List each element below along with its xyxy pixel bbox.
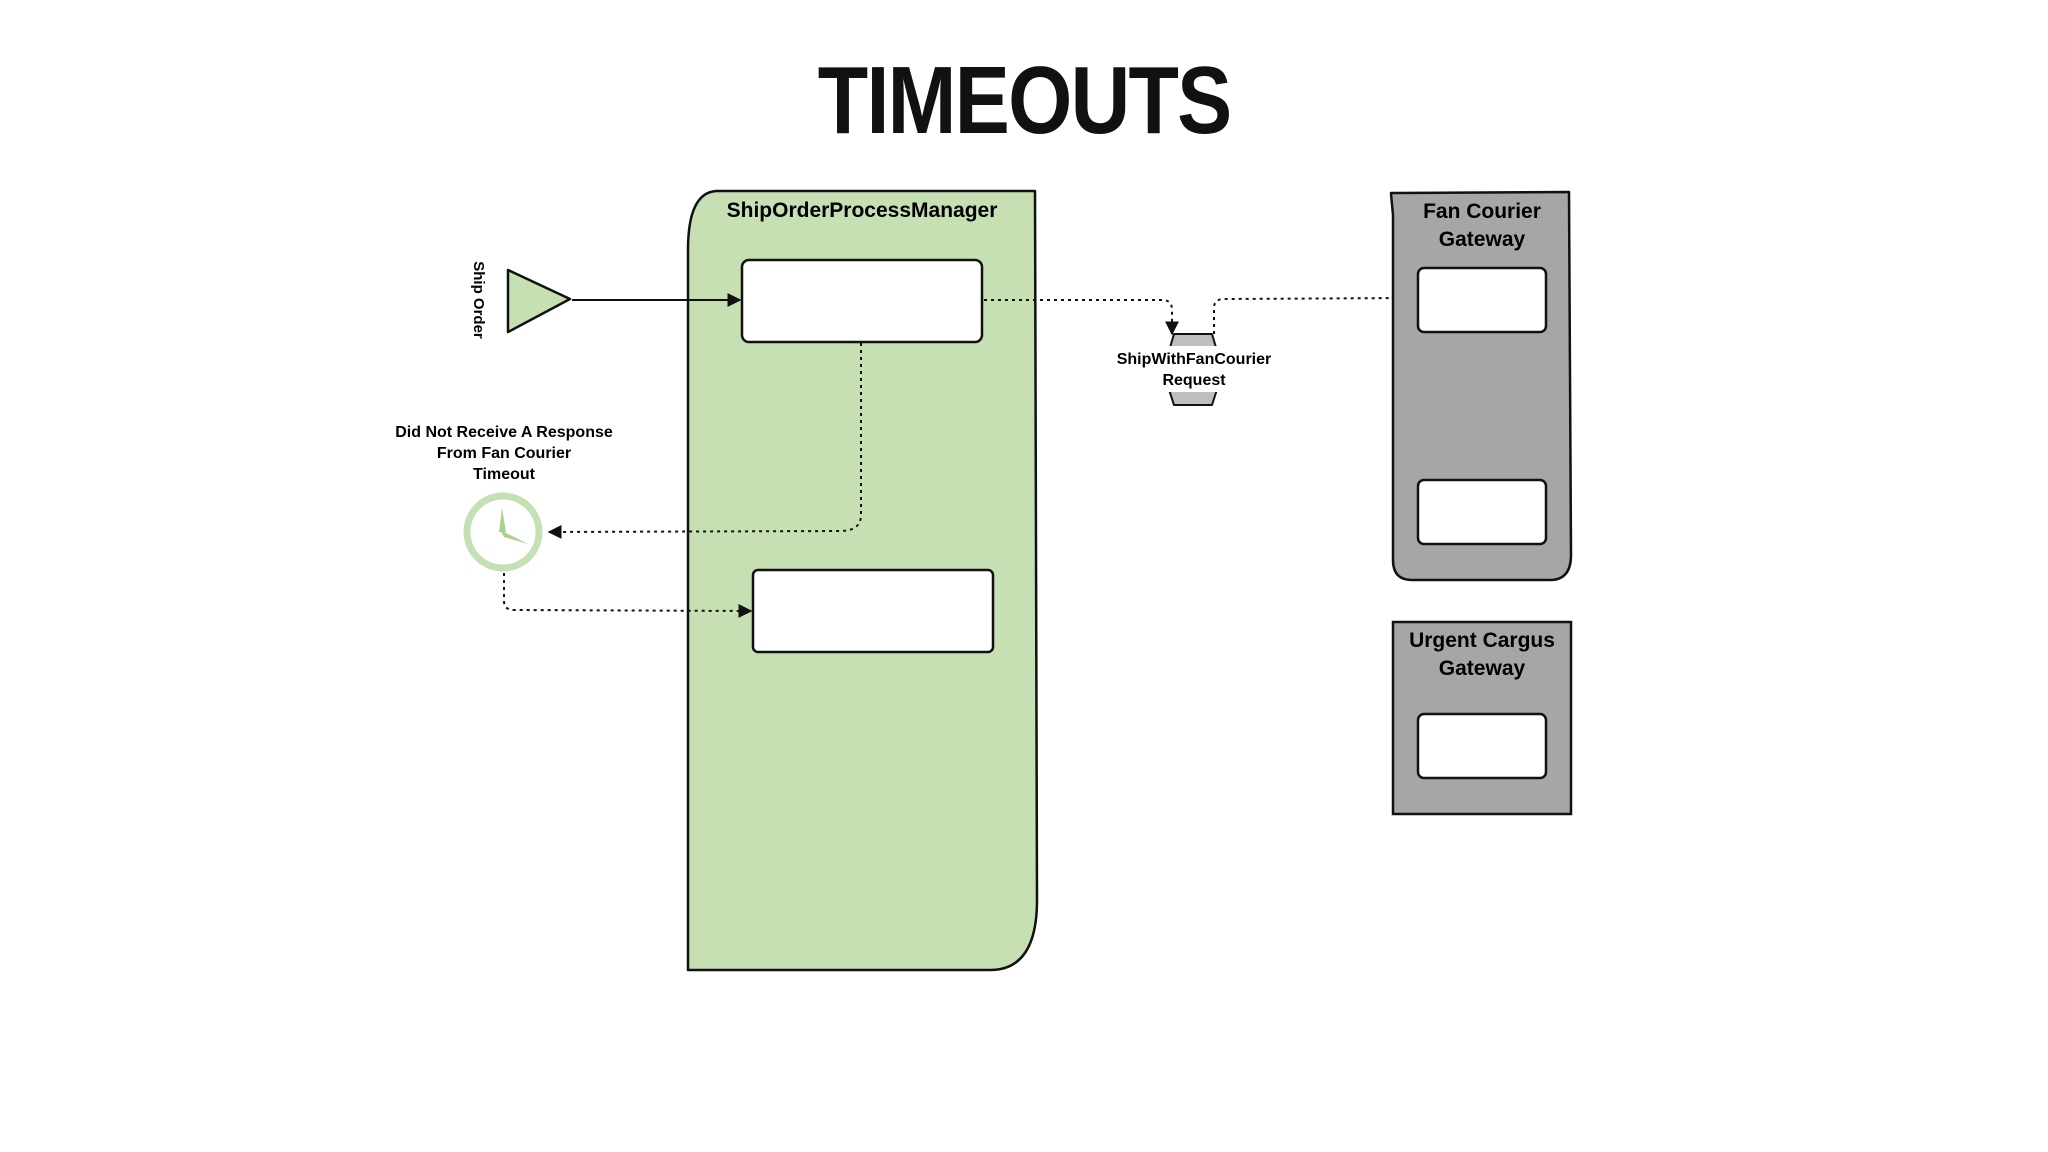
fan-courier-response-handler-box[interactable] (1416, 478, 1548, 546)
ship-order-label: Ship Order (470, 261, 487, 339)
fan-courier-request-handler-box[interactable] (1416, 266, 1548, 334)
process-manager-label: ShipOrderProcessManager (727, 199, 998, 222)
message-label-backdrop (1108, 346, 1280, 392)
clock-icon[interactable] (463, 492, 543, 572)
message-label-line1: ShipWithFanCourier (1117, 351, 1272, 368)
timeout-label-line1: Did Not Receive A Response (395, 424, 613, 441)
fan-courier-gateway: Fan Courier Gateway (1389, 190, 1573, 582)
slide-title: TIMEOUTS (817, 47, 1233, 154)
triangle-trigger-icon[interactable] (506, 268, 572, 334)
timeout-label-line2: From Fan Courier (437, 445, 571, 462)
urgent-cargus-handler-box[interactable] (1416, 712, 1548, 780)
urgent-cargus-gateway: Urgent Cargus Gateway (1391, 620, 1573, 816)
timeout-event: Did Not Receive A Response From Fan Cour… (395, 424, 613, 572)
fan-courier-gateway-label-line2: Gateway (1439, 228, 1526, 251)
ship-with-fan-courier-request: ShipWithFanCourier Request (1108, 333, 1280, 406)
timeout-label-line3: Timeout (473, 466, 536, 483)
fan-courier-gateway-label-line1: Fan Courier (1423, 200, 1541, 223)
timeout-handler-box[interactable] (751, 568, 995, 654)
urgent-cargus-gateway-label-line1: Urgent Cargus (1409, 629, 1555, 652)
forward-request-connector (1213, 291, 1414, 334)
urgent-cargus-gateway-label-line2: Gateway (1439, 657, 1526, 680)
message-label-line2: Request (1162, 372, 1226, 389)
ship-order-handler-box[interactable] (740, 258, 984, 344)
timeout-delivery-connector (503, 573, 753, 618)
ship-order-trigger: Ship Order (470, 261, 572, 339)
